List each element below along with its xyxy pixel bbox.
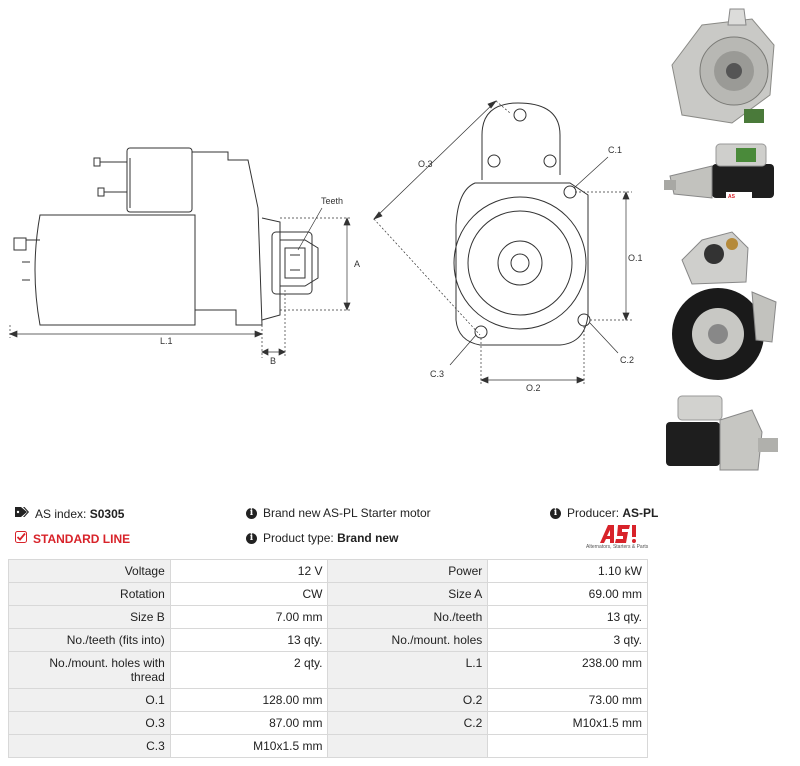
spec-value: 238.00 mm bbox=[487, 651, 648, 689]
spec-value bbox=[487, 734, 648, 758]
description-text: Brand new AS-PL Starter motor bbox=[263, 506, 431, 520]
spec-value: 1.10 kW bbox=[487, 559, 648, 583]
spec-label: No./teeth bbox=[327, 605, 489, 629]
spec-value: 13 qty. bbox=[487, 605, 648, 629]
as-index-value: S0305 bbox=[89, 506, 125, 521]
spec-label: No./mount. holes with thread bbox=[8, 651, 171, 689]
spec-label: O.3 bbox=[8, 711, 171, 735]
side-view-drawing: Teeth A L.1 B bbox=[9, 147, 360, 366]
info-icon: i bbox=[246, 507, 257, 519]
technical-drawings: Teeth A L.1 B bbox=[9, 5, 780, 478]
tag-icon bbox=[15, 506, 29, 521]
standard-line-text: STANDARD LINE bbox=[33, 531, 131, 546]
spec-value: 73.00 mm bbox=[487, 688, 648, 712]
label-o3: O.3 bbox=[418, 159, 433, 169]
label-b: B bbox=[270, 356, 276, 366]
producer-label: Producer: bbox=[567, 506, 620, 520]
logo-tagline: Alternators, Starters & Parts bbox=[586, 544, 649, 550]
product-type-label: Product type: bbox=[263, 531, 334, 545]
spec-label: C.2 bbox=[327, 711, 489, 735]
spec-value: 13 qty. bbox=[169, 628, 329, 652]
checkbox-checked-icon bbox=[15, 531, 27, 546]
info-icon: i bbox=[246, 532, 257, 544]
label-c3: C.3 bbox=[430, 369, 444, 379]
spec-value: 87.00 mm bbox=[169, 711, 329, 735]
label-l1: L.1 bbox=[160, 336, 173, 346]
label-a: A bbox=[354, 259, 360, 269]
spec-row: No./teeth (fits into)13 qty.No./mount. h… bbox=[8, 628, 648, 652]
spec-label: No./mount. holes bbox=[327, 628, 489, 652]
producer-value: AS-PL bbox=[622, 506, 659, 520]
label-c2: C.2 bbox=[620, 355, 634, 365]
svg-text:AS: AS bbox=[728, 194, 736, 200]
spec-value: M10x1.5 mm bbox=[487, 711, 648, 735]
product-type-value: Brand new bbox=[337, 531, 399, 545]
spec-label bbox=[327, 734, 489, 758]
spec-label: Size B bbox=[8, 605, 171, 629]
spec-label: Rotation bbox=[8, 582, 171, 606]
as-pl-logo bbox=[600, 525, 636, 543]
label-teeth: Teeth bbox=[321, 196, 343, 206]
label-o2: O.2 bbox=[526, 383, 541, 393]
producer: i Producer: AS-PL bbox=[550, 506, 658, 520]
spec-value: 7.00 mm bbox=[169, 605, 329, 629]
spec-label: C.3 bbox=[8, 734, 171, 758]
label-o1: O.1 bbox=[628, 253, 643, 263]
spec-label: Power bbox=[327, 559, 489, 583]
spec-value: M10x1.5 mm bbox=[169, 734, 329, 758]
spec-label: L.1 bbox=[327, 651, 489, 689]
spec-label: O.2 bbox=[327, 688, 489, 712]
spec-value: 2 qty. bbox=[169, 651, 329, 689]
spec-value: 69.00 mm bbox=[487, 582, 648, 606]
spec-label: Size A bbox=[327, 582, 489, 606]
spec-value: CW bbox=[169, 582, 329, 606]
spec-label: Voltage bbox=[8, 559, 171, 583]
spec-label: No./teeth (fits into) bbox=[8, 628, 171, 652]
standard-line: STANDARD LINE bbox=[15, 531, 130, 546]
spec-value: 128.00 mm bbox=[169, 688, 329, 712]
label-c1: C.1 bbox=[608, 145, 622, 155]
spec-value: 3 qty. bbox=[487, 628, 648, 652]
product-photo-angle bbox=[662, 392, 780, 478]
description: i Brand new AS-PL Starter motor bbox=[246, 506, 431, 520]
product-photo-side: AS bbox=[662, 136, 780, 214]
spec-label: O.1 bbox=[8, 688, 171, 712]
product-photo-front bbox=[662, 5, 780, 130]
product-type: i Product type: Brand new bbox=[246, 531, 398, 545]
front-view-drawing: O.3 C.1 O.1 C.2 C.3 O.2 bbox=[373, 100, 643, 393]
product-photo-back bbox=[662, 222, 780, 384]
as-index: AS index: S0305 bbox=[15, 506, 124, 521]
spec-value: 12 V bbox=[169, 559, 329, 583]
info-icon: i bbox=[550, 507, 561, 519]
as-index-label: AS index: bbox=[35, 506, 87, 521]
